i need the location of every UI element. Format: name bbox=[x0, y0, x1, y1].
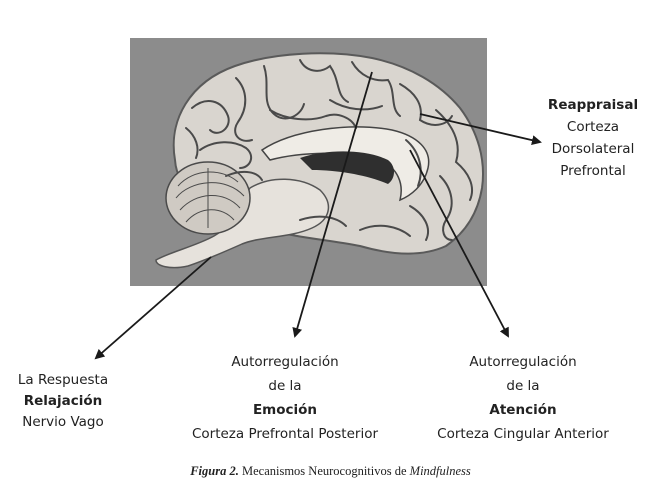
lateral-ventricle bbox=[300, 151, 394, 184]
cerebellum-folia bbox=[175, 168, 245, 228]
emocion-title: Emoción bbox=[252, 402, 318, 418]
atencion-line2: de la bbox=[506, 378, 540, 394]
brainstem bbox=[155, 178, 330, 269]
label-atencion: Autorregulación de la Atención Corteza C… bbox=[430, 350, 616, 446]
emocion-line1: Autorregulación bbox=[231, 354, 339, 370]
reappraisal-title: Reappraisal bbox=[547, 97, 639, 113]
label-reappraisal: Reappraisal Corteza Dorsolateral Prefron… bbox=[540, 94, 646, 182]
arrow-reappraisal bbox=[419, 113, 542, 146]
arrow-emocion bbox=[292, 71, 373, 338]
reappraisal-line1: Corteza bbox=[566, 119, 620, 135]
pointer-arrows bbox=[94, 71, 542, 360]
caption-text: Mecanismos Neurocognitivos de bbox=[238, 464, 410, 478]
reappraisal-line2: Dorsolateral bbox=[551, 141, 635, 157]
atencion-title: Atención bbox=[489, 402, 557, 418]
atencion-line1: Autorregulación bbox=[469, 354, 577, 370]
relajacion-title: Relajación bbox=[23, 393, 103, 409]
arrow-atencion bbox=[409, 149, 509, 338]
reappraisal-line3: Prefrontal bbox=[560, 163, 626, 179]
arrow-relajacion bbox=[94, 256, 212, 360]
caption-figure-label: Figura 2. bbox=[190, 464, 239, 478]
emocion-line2: de la bbox=[268, 378, 302, 394]
emocion-line3: Corteza Prefrontal Posterior bbox=[191, 426, 379, 442]
figure-caption: Figura 2. Mecanismos Neurocognitivos de … bbox=[0, 464, 661, 479]
relajacion-line2: Nervio Vago bbox=[22, 414, 104, 430]
relajacion-line1: La Respuesta bbox=[17, 372, 109, 388]
label-emocion: Autorregulación de la Emoción Corteza Pr… bbox=[182, 350, 388, 446]
label-relajacion: La Respuesta Relajación Nervio Vago bbox=[8, 370, 118, 433]
caption-italic-term: Mindfulness bbox=[409, 464, 471, 478]
atencion-line3: Corteza Cingular Anterior bbox=[437, 426, 609, 442]
brain-sagittal-section bbox=[155, 52, 484, 269]
